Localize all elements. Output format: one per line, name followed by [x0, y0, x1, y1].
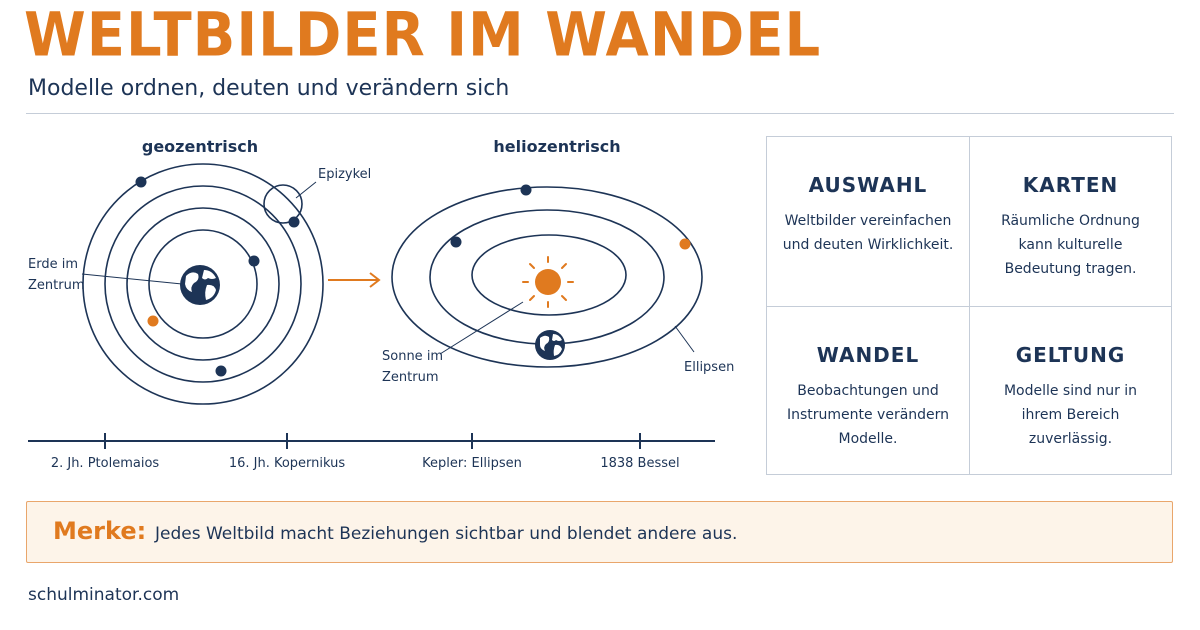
planet-dot — [288, 216, 300, 228]
epicycle-circle — [263, 184, 303, 224]
card-title: WANDEL — [816, 342, 920, 367]
merke-box: Merke: Jedes Weltbild macht Beziehungen … — [26, 501, 1173, 563]
earth-label-line2: Zentrum — [28, 278, 85, 293]
planet-dot-highlight — [679, 238, 691, 250]
earth-leader-line — [81, 273, 183, 285]
card-text: Weltbilder vereinfachen und deuten Wirkl… — [782, 213, 954, 253]
epicycle-leader-line — [295, 181, 317, 199]
timeline-label: 2. Jh. Ptolemaios — [51, 456, 160, 471]
card-text: Räumliche Ordnung kann kulturelle Bedeut… — [1001, 213, 1140, 277]
ellipse-label: Ellipsen — [684, 360, 734, 375]
planet-dot — [215, 365, 227, 377]
card-title: AUSWAHL — [808, 173, 928, 197]
sun-leader-line — [439, 301, 524, 355]
card-wandel: WANDEL Beobachtungen und Instrumente ver… — [767, 305, 969, 475]
geo-orbit-1 — [148, 229, 258, 339]
page-subtitle: Modelle ordnen, deuten und verändern sic… — [28, 76, 510, 101]
sun-label-line2: Zentrum — [382, 370, 439, 385]
geo-heading: geozentrisch — [142, 137, 258, 156]
arrow-right-icon — [328, 272, 381, 288]
card-title: KARTEN — [1022, 173, 1119, 197]
earth-icon — [535, 330, 565, 360]
helio-orbit-3 — [391, 186, 703, 368]
timeline: 2. Jh. Ptolemaios 16. Jh. Kopernikus Kep… — [28, 433, 715, 471]
geo-orbit-3 — [104, 185, 302, 383]
page-title: WELTBILDER IM WANDEL — [24, 0, 822, 71]
helio-heading: heliozentrisch — [493, 137, 620, 156]
epicycle-label: Epizykel — [318, 167, 371, 182]
merke-text: Jedes Weltbild macht Beziehungen sichtba… — [155, 524, 738, 544]
merke-label: Merke: — [53, 517, 147, 545]
ellipse-leader-line — [674, 325, 695, 353]
planet-dot — [248, 255, 260, 267]
timeline-label: Kepler: Ellipsen — [422, 456, 522, 471]
earth-label-line1: Erde im — [28, 257, 78, 272]
card-karten: KARTEN Räumliche Ordnung kann kulturelle… — [969, 137, 1171, 306]
geo-orbit-4 — [82, 163, 324, 405]
sun-label-line1: Sonne im — [382, 349, 443, 364]
card-text: Beobachtungen und Instrumente verändern … — [786, 382, 950, 447]
earth-icon — [180, 265, 220, 305]
planet-dot-highlight — [147, 315, 159, 327]
header-divider — [26, 113, 1174, 114]
concept-grid: AUSWAHL Weltbilder vereinfachen und deut… — [766, 136, 1172, 475]
planet-dot — [520, 184, 532, 196]
heliocentric-model: heliozentrisch Sonne — [382, 137, 734, 385]
footer-site[interactable]: schulminator.com — [28, 585, 180, 605]
geo-orbit-2 — [126, 207, 280, 361]
card-auswahl: AUSWAHL Weltbilder vereinfachen und deut… — [767, 137, 969, 306]
sun-icon — [522, 256, 574, 308]
planet-dot — [450, 236, 462, 248]
card-geltung: GELTUNG Modelle sind nur in ihrem Bereic… — [969, 305, 1171, 474]
helio-orbit-1 — [471, 234, 627, 316]
worldview-diagram: geozentrisch Epizykel Erde im Zentrum he… — [28, 137, 734, 471]
planet-dot — [135, 176, 147, 188]
timeline-label: 1838 Bessel — [600, 456, 679, 471]
card-title: GELTUNG — [1015, 342, 1126, 367]
geocentric-model: geozentrisch Epizykel Erde im Zentrum — [28, 137, 371, 405]
card-text: Modelle sind nur in ihrem Bereich zuverl… — [1003, 382, 1138, 447]
timeline-label: 16. Jh. Kopernikus — [229, 456, 346, 471]
